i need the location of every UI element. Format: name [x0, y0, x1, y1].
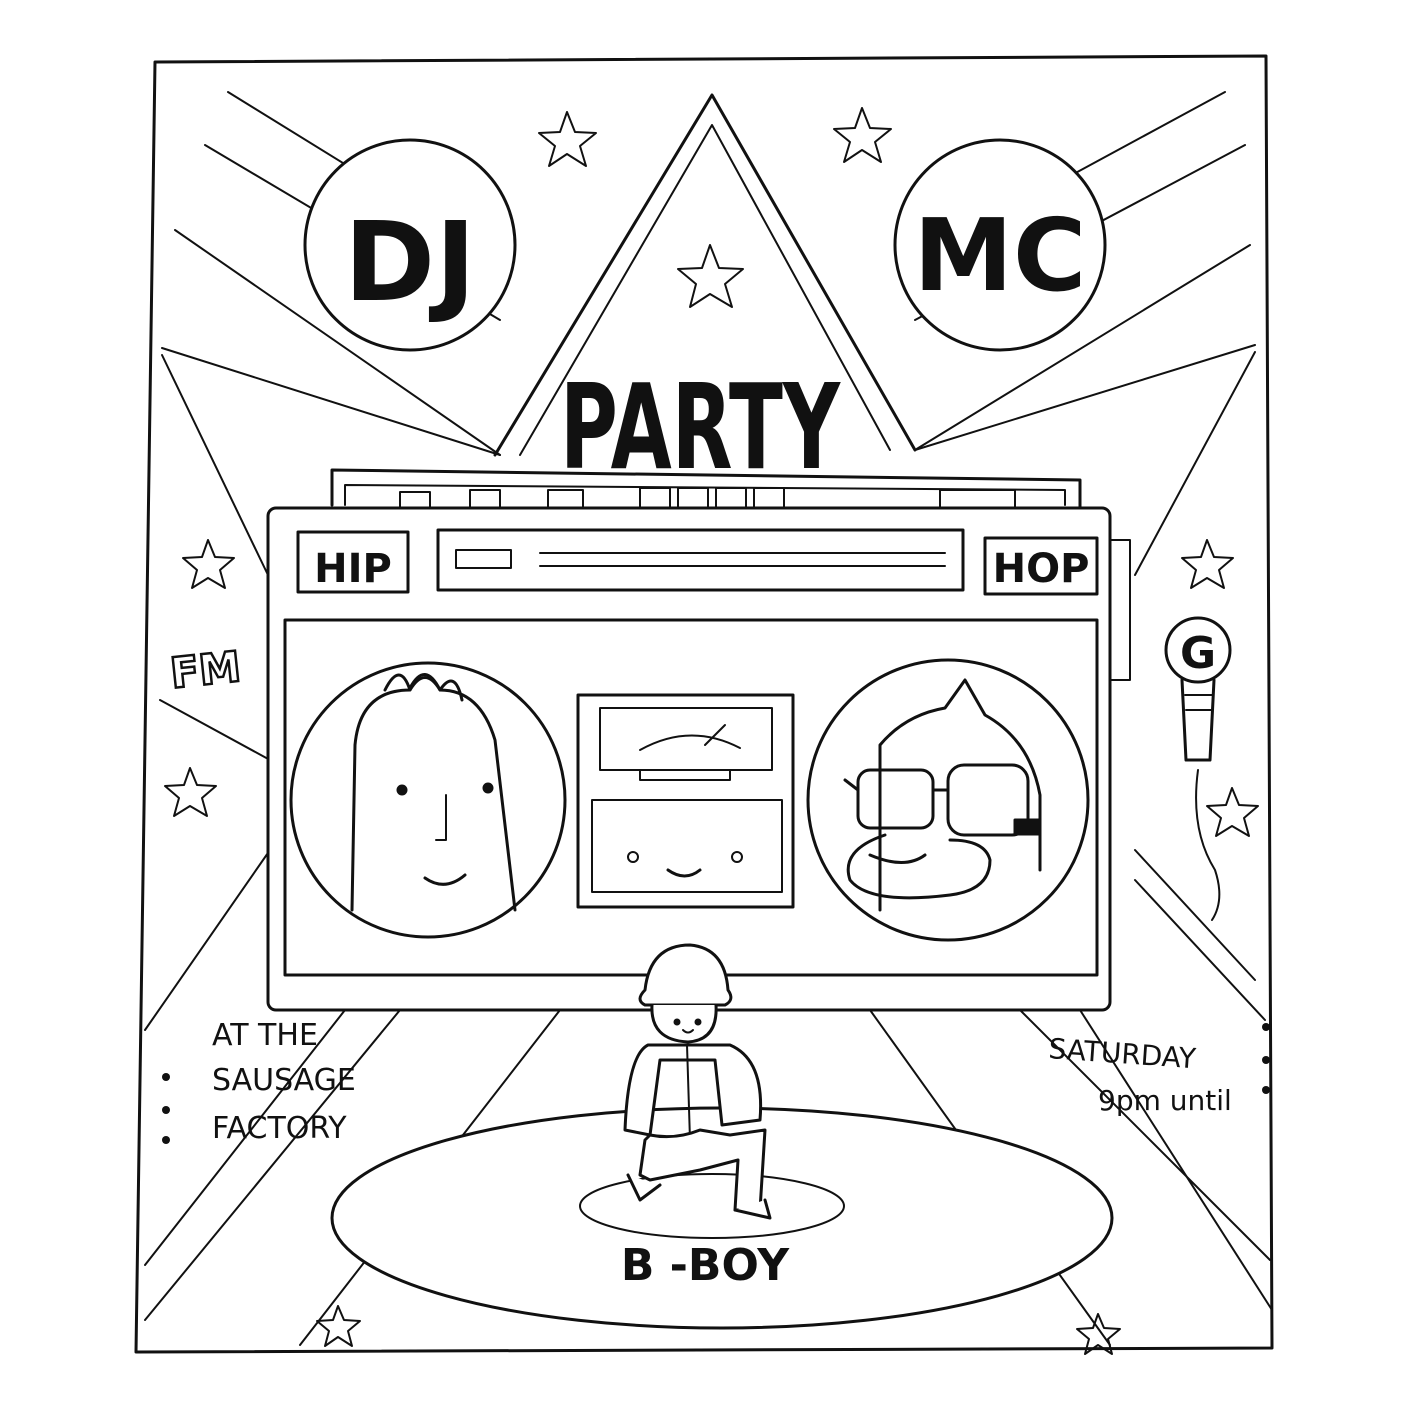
hop-box [983, 536, 1099, 596]
left-speaker [289, 661, 567, 939]
bullet-dot [162, 1073, 170, 1081]
dj-circle [303, 138, 517, 352]
star-icon [1076, 1313, 1121, 1355]
poster-frame [134, 54, 1274, 1354]
bboy-label: B -BOY [621, 1240, 790, 1291]
bullet-dot [162, 1106, 170, 1114]
star-icon [677, 244, 744, 308]
hop-label: HOP [993, 546, 1090, 592]
bullet-dot [1262, 1086, 1270, 1094]
mc-circle [893, 138, 1107, 352]
bullet-dot [162, 1136, 170, 1144]
bboy-character [623, 943, 772, 1220]
star-icon [182, 539, 235, 589]
bullet-dot [1262, 1056, 1270, 1064]
spotlight-ring [579, 1173, 845, 1239]
bullet-dot [1262, 1023, 1270, 1031]
fm-tag: FM [168, 642, 243, 698]
cassette-deck [576, 693, 795, 909]
hip-box [296, 530, 410, 594]
boombox-buttons [399, 487, 1016, 509]
tuner-display [436, 528, 965, 592]
venue-line-3: FACTORY [212, 1111, 347, 1146]
star-triangle-inner [519, 124, 891, 456]
boombox-knob [1109, 539, 1131, 681]
venue-line-2: SAUSAGE [212, 1063, 356, 1098]
dj-character [350, 673, 517, 912]
star-icon [538, 111, 597, 167]
cassette-smile [666, 868, 702, 878]
time-label: 9pm until [1098, 1084, 1232, 1117]
star-triangle [493, 93, 917, 457]
hip-label: HIP [314, 546, 392, 592]
stars [164, 107, 1259, 1355]
star-icon [833, 107, 892, 163]
star-icon [316, 1305, 361, 1347]
day-label: SATURDAY [1048, 1032, 1198, 1075]
mc-character [843, 678, 1042, 912]
star-icon [1206, 787, 1259, 837]
dj-label: DJ [344, 198, 476, 326]
microphone-icon [1164, 616, 1232, 921]
date-info: SATURDAY 9pm until [1048, 1023, 1270, 1117]
right-speaker [806, 658, 1090, 942]
mc-label: MC [914, 197, 1087, 314]
star-icon [1181, 539, 1234, 589]
star-icon [164, 767, 217, 817]
venue-info: AT THE SAUSAGE FACTORY [162, 1018, 356, 1146]
mic-badge: G [1180, 628, 1216, 679]
venue-line-1: AT THE [212, 1018, 318, 1053]
